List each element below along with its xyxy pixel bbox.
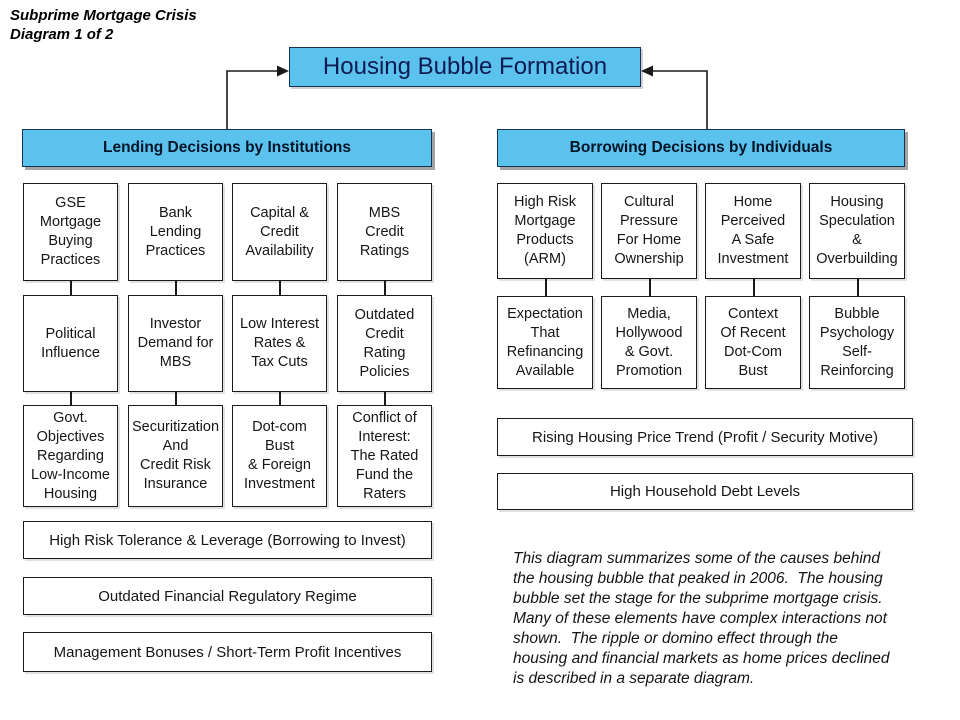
cell-bubble-psychology: Bubble Psychology Self- Reinforcing: [809, 296, 905, 389]
connector-line: [70, 281, 72, 295]
box-high-risk-tolerance: High Risk Tolerance & Leverage (Borrowin…: [23, 521, 432, 559]
cell-dotcom-foreign-investment: Dot-com Bust & Foreign Investment: [232, 405, 327, 507]
cell-mbs-credit-ratings: MBS Credit Ratings: [337, 183, 432, 281]
box-rising-housing-price-trend: Rising Housing Price Trend (Profit / Sec…: [497, 418, 913, 456]
summary-note: This diagram summarizes some of the caus…: [513, 550, 890, 687]
cell-political-influence: Political Influence: [23, 295, 118, 392]
housing-bubble-formation-box: Housing Bubble Formation: [289, 47, 641, 87]
connector-line: [175, 281, 177, 295]
box-high-household-debt: High Household Debt Levels: [497, 473, 913, 510]
connector-line: [175, 392, 177, 405]
cell-investor-demand-mbs: Investor Demand for MBS: [128, 295, 223, 392]
cell-media-promotion: Media, Hollywood & Govt. Promotion: [601, 296, 697, 389]
connector-line: [279, 392, 281, 405]
cell-high-risk-mortgage-products: High Risk Mortgage Products (ARM): [497, 183, 593, 279]
cell-home-safe-investment: Home Perceived A Safe Investment: [705, 183, 801, 279]
cell-dotcom-bust-context: Context Of Recent Dot-Com Bust: [705, 296, 801, 389]
left-elbow-arrow-line: [226, 70, 280, 129]
connector-line: [649, 279, 651, 296]
connector-line: [753, 279, 755, 296]
cell-housing-speculation: Housing Speculation & Overbuilding: [809, 183, 905, 279]
connector-line: [857, 279, 859, 296]
connector-line: [384, 392, 386, 405]
lending-section-header: Lending Decisions by Institutions: [22, 129, 432, 167]
cell-low-interest-rates: Low Interest Rates & Tax Cuts: [232, 295, 327, 392]
cell-outdated-rating-policies: Outdated Credit Rating Policies: [337, 295, 432, 392]
connector-line: [70, 392, 72, 405]
cell-govt-objectives-housing: Govt. Objectives Regarding Low-Income Ho…: [23, 405, 118, 507]
document-title: Subprime Mortgage Crisis Diagram 1 of 2: [10, 7, 197, 43]
connector-line: [384, 281, 386, 295]
cell-conflict-of-interest: Conflict of Interest: The Rated Fund the…: [337, 405, 432, 507]
cell-capital-credit-availability: Capital & Credit Availability: [232, 183, 327, 281]
cell-gse-mortgage-buying: GSE Mortgage Buying Practices: [23, 183, 118, 281]
cell-securitization-credit-risk: Securitization And Credit Risk Insurance: [128, 405, 223, 507]
right-arrowhead-icon: [641, 65, 653, 77]
box-outdated-regulatory-regime: Outdated Financial Regulatory Regime: [23, 577, 432, 615]
cell-expectation-refinancing: Expectation That Refinancing Available: [497, 296, 593, 389]
cell-bank-lending-practices: Bank Lending Practices: [128, 183, 223, 281]
borrowing-section-header: Borrowing Decisions by Individuals: [497, 129, 905, 167]
cell-cultural-pressure: Cultural Pressure For Home Ownership: [601, 183, 697, 279]
box-management-bonuses: Management Bonuses / Short-Term Profit I…: [23, 632, 432, 672]
right-elbow-arrow-line: [652, 70, 708, 129]
connector-line: [279, 281, 281, 295]
connector-line: [545, 279, 547, 296]
left-arrowhead-icon: [277, 65, 289, 77]
